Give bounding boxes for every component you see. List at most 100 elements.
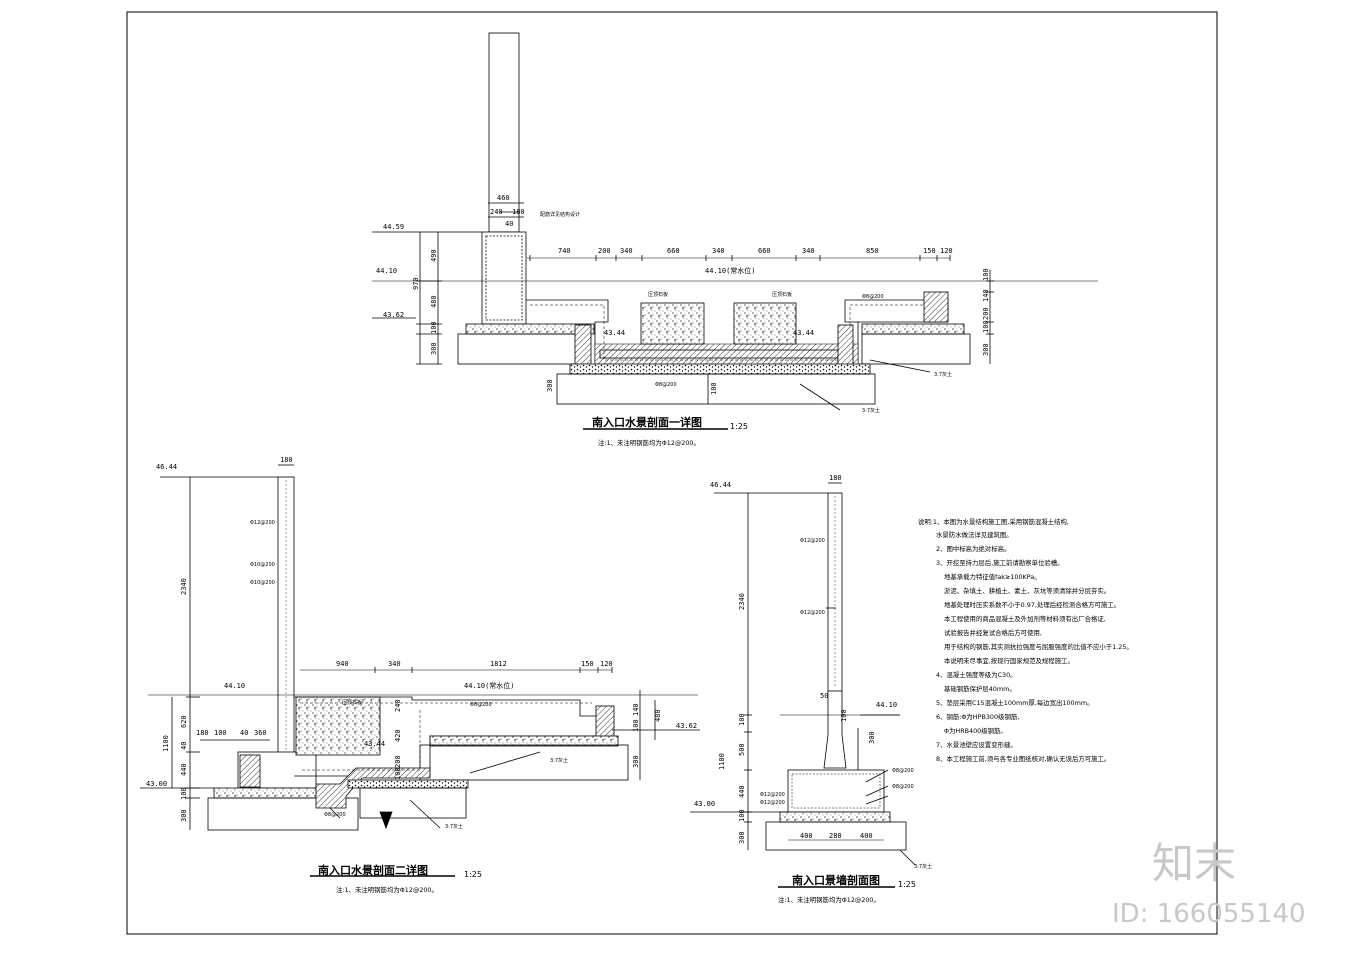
section-1-scale: 1:25 [730, 422, 748, 431]
section-1-h-dim-8: 850 [866, 247, 879, 255]
section-3-note: 注:1、未注明钢筋均为Φ12@200。 [778, 895, 880, 904]
section-1-label-4: Φ8@200 [862, 294, 884, 300]
note-line-6: 淤泥、杂填土、耕植土、素土、灰坑等须清除并分层夯实。 [944, 586, 1110, 595]
section-2-small-dim-1: 180 [196, 729, 209, 737]
section-2-label-2: Φ10@200 [250, 562, 275, 568]
section-3-label-6: Φ12@200 [760, 800, 785, 806]
note-line-9: 试验报告并经复试合格后方可使用, [944, 628, 1042, 637]
section-2-left-dim-1: 2340 [180, 578, 188, 595]
section-1-left-dim-2: 970 [412, 277, 420, 290]
section-2-small-dim-4: 360 [254, 729, 267, 737]
section-2-text: 46.44 44.10 44.10(常水位) 43.62 43.44 43.00… [146, 456, 697, 894]
section-2-left-dim-3: 40 [180, 742, 188, 750]
section-2-h-dim-1: 940 [336, 660, 349, 668]
note-line-8: 本工程使用的商品混凝土及外加剂等材料须有出厂合格证, [944, 614, 1106, 623]
section-3-drawing [690, 482, 916, 888]
section-2-right-dim-1: 240 [394, 699, 402, 712]
section-1-elev-1: 44.59 [383, 223, 404, 231]
section-2-right-dim-3: 200 [394, 755, 402, 768]
note-line-3: 2、图中标高为绝对标高。 [936, 544, 1010, 553]
section-1-right-dim-2: 140 [982, 289, 990, 302]
note-line-2: 水景防水做法详见建筑图。 [936, 530, 1013, 539]
section-1-h-dim-6: 660 [758, 247, 771, 255]
section-3-scale: 1:25 [898, 880, 916, 889]
section-3-left-dim-5: 440 [738, 785, 746, 798]
section-1-h-dim-9: 150 [923, 247, 936, 255]
section-2-right-dim-8: 300 [632, 755, 640, 768]
section-3-title: 南入口景墙剖面图 [792, 873, 880, 887]
section-2-label-7: 3:7灰土 [550, 757, 568, 764]
section-1-note: 注:1、未注明钢筋均为Φ12@200。 [598, 438, 700, 447]
section-3-label-1: Φ12@200 [800, 538, 825, 544]
watermark-brand: 知末 [1152, 839, 1236, 888]
section-1-top-dim-4: 180 [512, 208, 525, 216]
section-1-text: 44.59 44.10 43.62 44.10(常水位) 43.44 43.44… [376, 194, 990, 447]
section-2-elev-4: 43.62 [676, 722, 697, 730]
note-line-11: 本说明未尽事宜,按现行国家规范及规程施工。 [944, 656, 1074, 665]
section-1-drawing [372, 32, 1098, 430]
section-3-elev-1: 46.44 [710, 481, 731, 489]
section-1-right-dim-3: 200 [982, 307, 990, 320]
section-2-h-dim-5: 120 [600, 660, 613, 668]
section-1-h-dim-2: 200 [598, 247, 611, 255]
section-2-right-dim-6: 100 [632, 719, 640, 732]
section-2-elev-3: 44.10(常水位) [464, 681, 515, 690]
note-line-18: 8、本工程施工前,须与各专业图纸核对,确认无误后方可施工。 [936, 754, 1110, 763]
section-2-right-dim-7: 480 [654, 709, 662, 722]
note-line-13: 基础钢筋保护层40mm。 [944, 684, 1016, 693]
section-1-label-2: 压顶石板 [648, 291, 668, 298]
section-1-elev-4: 44.10(常水位) [705, 266, 756, 275]
section-1-elev-6: 43.44 [793, 329, 814, 337]
section-2-scale: 1:25 [464, 870, 482, 879]
note-line-16: Φ为HRB400级钢筋。 [944, 726, 1007, 735]
section-3-label-4: Φ8@200 [892, 784, 914, 790]
section-3-left-dim-6: 300 [738, 831, 746, 844]
section-1-top-dim-1: 460 [497, 194, 510, 202]
section-2-elev-2: 44.10 [224, 682, 245, 690]
section-2-h-dim-2: 340 [388, 660, 401, 668]
section-1-h-dim-4: 660 [667, 247, 680, 255]
section-3-elev-3: 43.00 [694, 800, 715, 808]
section-1-right-dim-5: 300 [982, 343, 990, 356]
section-2-elev-5: 43.44 [364, 740, 385, 748]
section-2-h-dim-4: 150 [581, 660, 594, 668]
section-2-label-4: 压顶石板 [342, 699, 362, 706]
section-1-bottom-dim-2: 100 [710, 382, 718, 395]
section-1-right-dim-4: 100 [982, 320, 990, 333]
section-3-left-dim-4: 1100 [718, 753, 726, 770]
section-2-small-dim-3: 40 [240, 729, 248, 737]
section-2-label-5: Φ8@200 [470, 702, 492, 708]
section-1-left-dim-3: 480 [430, 295, 438, 308]
section-1-top-dim-3: 40 [505, 220, 513, 228]
note-line-12: 4、混凝土强度等级为C30。 [936, 670, 1017, 679]
note-line-15: 6、钢筋:Φ为HPB300级钢筋, [936, 712, 1019, 721]
section-1-left-dim-1: 490 [430, 249, 438, 262]
section-2-label-1: Φ12@200 [250, 520, 275, 526]
note-line-5: 地基承载力特征值fak≥100KPa。 [944, 572, 1041, 581]
section-1-right-dim-1: 100 [982, 268, 990, 281]
section-2-elev-1: 46.44 [156, 463, 177, 471]
section-2-title: 南入口水景剖面二详图 [318, 863, 428, 877]
section-3-label-3: Φ8@200 [892, 768, 914, 774]
section-3-left-dim-3: 500 [738, 743, 746, 756]
note-line-1: 说明:1、本图为水景结构施工图,采用钢筋混凝土结构, [918, 517, 1069, 526]
section-2-small-dim-2: 100 [214, 729, 227, 737]
section-2-h-dim-3: 1812 [490, 660, 507, 668]
section-3-bottom-dim-2: 280 [829, 832, 842, 840]
section-2-elev-6: 43.00 [146, 780, 167, 788]
section-2-label-8: 3:7灰土 [445, 823, 463, 830]
section-2-left-dim-2: 620 [180, 715, 188, 728]
section-3-left-dim-2: 100 [738, 713, 746, 726]
section-2-small-dim-5: 1100 [162, 735, 170, 752]
section-1-bottom-dim-1: 300 [546, 379, 554, 392]
section-1-top-dim-2: 240 [490, 208, 503, 216]
note-line-14: 5、垫层采用C15混凝土100mm厚,每边宽出100mm。 [936, 698, 1093, 707]
section-3-right-dim-2: 100 [840, 709, 848, 722]
note-line-17: 7、水景池壁应设置变形缝。 [936, 740, 1017, 749]
sheet-border [126, 11, 1218, 935]
section-1-left-dim-5: 300 [430, 342, 438, 355]
section-3-right-dim-1: 50 [820, 692, 828, 700]
section-1-label-7: 3:7灰土 [862, 407, 880, 414]
section-1-elev-5: 43.44 [604, 329, 625, 337]
